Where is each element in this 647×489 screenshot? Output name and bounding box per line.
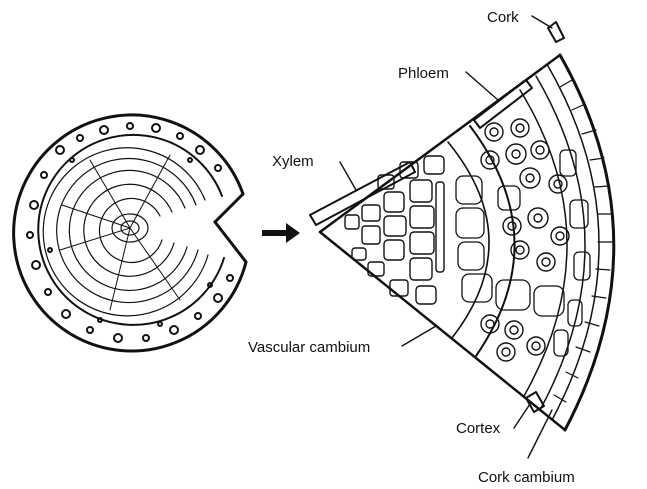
cork-bracket bbox=[548, 22, 564, 42]
cork-inner-arc-2 bbox=[536, 76, 585, 410]
leader-lines bbox=[340, 16, 552, 458]
annual-rings bbox=[43, 148, 208, 316]
label-vascular-cambium: Vascular cambium bbox=[248, 339, 370, 356]
label-xylem: Xylem bbox=[272, 153, 314, 170]
right-arrow-icon bbox=[262, 223, 300, 243]
cambium-arc bbox=[448, 142, 489, 338]
cork-cells bbox=[554, 80, 612, 402]
whole-stem-section bbox=[14, 115, 246, 351]
label-cortex: Cortex bbox=[456, 420, 501, 437]
vascular-rays bbox=[60, 155, 180, 310]
label-cork: Cork bbox=[487, 9, 519, 26]
bark-texture bbox=[27, 123, 233, 342]
label-phloem: Phloem bbox=[398, 65, 449, 82]
label-cork-cambium: Cork cambium bbox=[478, 469, 575, 486]
wedge-cut-edge bbox=[215, 194, 246, 262]
phloem-cells bbox=[481, 119, 569, 361]
enlarged-wedge bbox=[310, 16, 614, 458]
xylem-cells bbox=[345, 156, 444, 304]
